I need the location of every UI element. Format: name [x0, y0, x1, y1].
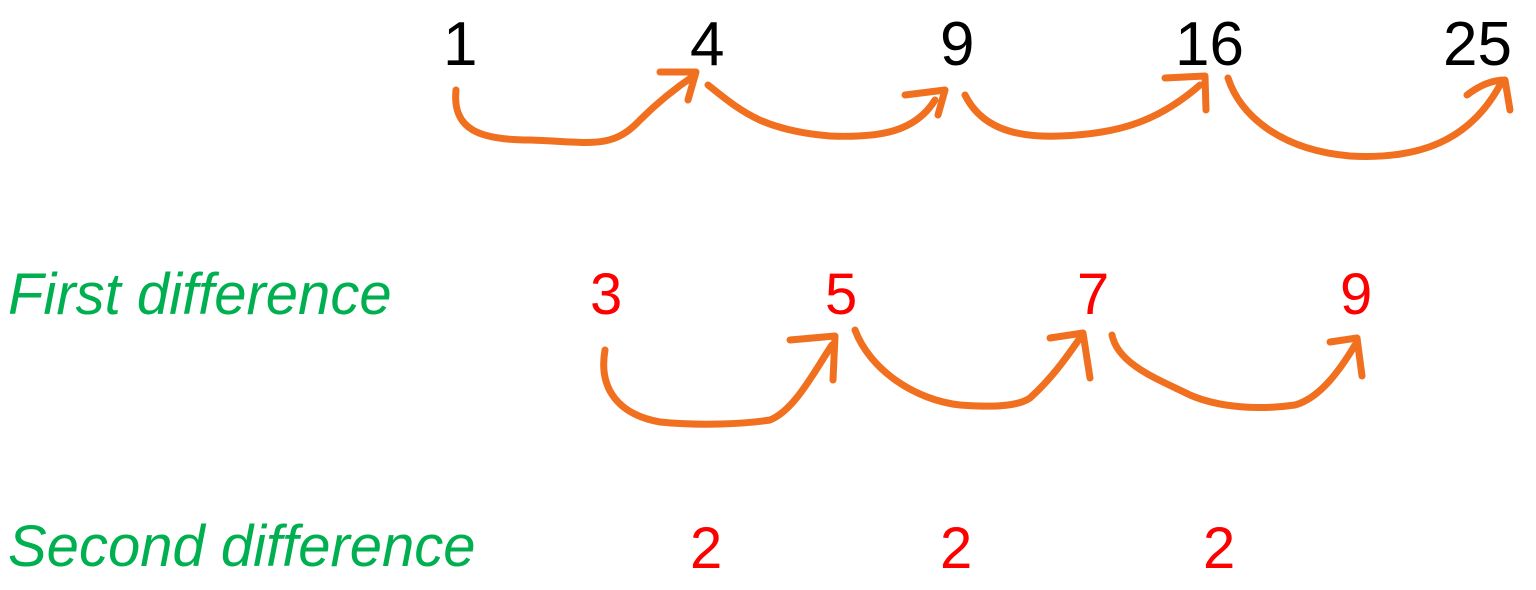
- second-difference-label: Second difference: [8, 514, 476, 579]
- second-difference-value-2: 2: [940, 516, 973, 581]
- arrow-3-to-5: [600, 332, 839, 428]
- first-difference-label: First difference: [8, 262, 392, 327]
- arrow-9-to-16: [961, 72, 1210, 140]
- sequence-term-3: 9: [940, 10, 975, 79]
- second-difference-value-1: 2: [690, 516, 723, 581]
- arrow-7-to-9: [1108, 331, 1366, 411]
- sequence-term-4: 16: [1175, 10, 1244, 79]
- arrow-16-to-25: [1224, 74, 1514, 160]
- first-difference-value-1: 3: [590, 262, 623, 327]
- sequence-term-5: 25: [1443, 10, 1512, 79]
- arrow-5-to-7: [851, 326, 1094, 410]
- sequence-term-1: 1: [443, 10, 478, 79]
- arrow-1-to-4: [452, 68, 700, 146]
- second-difference-value-3: 2: [1203, 516, 1236, 581]
- sequence-term-2: 4: [690, 10, 725, 79]
- arrow-4-to-9: [704, 81, 949, 140]
- first-difference-value-3: 7: [1077, 262, 1110, 327]
- first-difference-value-2: 5: [825, 262, 858, 327]
- first-difference-value-4: 9: [1340, 262, 1373, 327]
